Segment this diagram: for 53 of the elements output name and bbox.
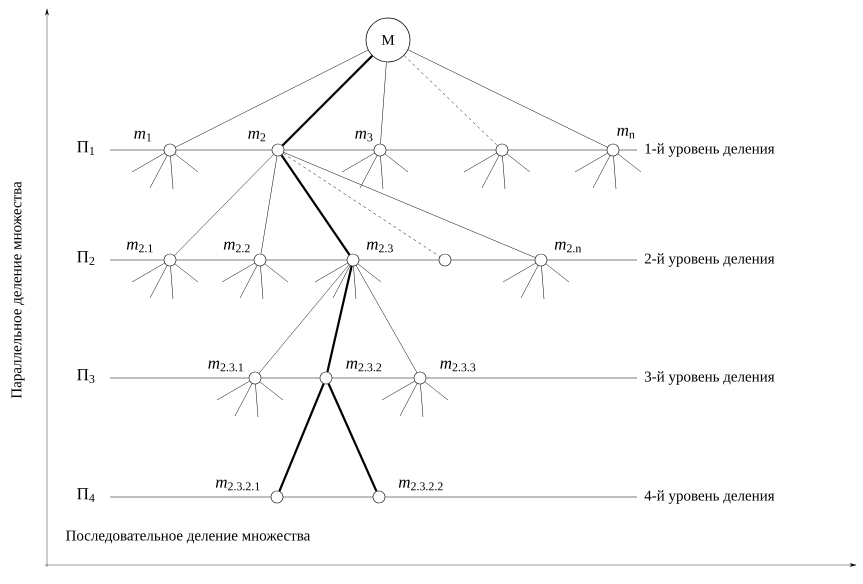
connector-line xyxy=(380,62,387,144)
subset-circle xyxy=(270,490,284,504)
subset-label: m$_{2.3.3}$ xyxy=(440,360,476,372)
subset-circle xyxy=(320,372,332,384)
subset-circle xyxy=(346,254,360,266)
subset-circle xyxy=(272,144,284,156)
subset-label: m$_{2.3.2.1}$ xyxy=(216,480,260,490)
subset-circle xyxy=(372,490,386,504)
level-label: П$_{2}$ xyxy=(77,251,94,265)
subset-circle xyxy=(374,144,386,156)
level-label: П$_{4}$ xyxy=(77,488,95,502)
connector-line xyxy=(260,156,278,254)
connector-line xyxy=(258,264,350,374)
subset-circle xyxy=(248,372,262,384)
connector-line xyxy=(174,154,274,256)
level-caption: 1-й уровень деления xyxy=(646,143,774,157)
subset-label: m$_{1}$ xyxy=(134,130,152,142)
subset-label: m$_{2.n}$ xyxy=(554,242,582,252)
subset-circle xyxy=(606,144,620,156)
subset-label: m$_{3}$ xyxy=(355,130,372,142)
level-caption: 4-й уровень деления xyxy=(644,490,774,504)
subset-label: m$_{n}$ xyxy=(617,128,635,138)
subset-label: m$_{2.3.1}$ xyxy=(208,360,244,372)
subset-label: m$_{2.3}$ xyxy=(366,242,393,252)
axis-label: Последовательное деление множества xyxy=(66,530,310,544)
connector-line xyxy=(328,383,378,492)
level-caption: 3-й уровень деления xyxy=(644,371,774,385)
connector-line xyxy=(356,265,418,373)
subset-circle xyxy=(496,144,508,156)
subset-circle xyxy=(438,254,452,266)
subset-label: m$_{2.3.2.2}$ xyxy=(398,480,443,490)
subset-label: m$_{2}$ xyxy=(248,130,266,142)
connector-line xyxy=(326,266,353,372)
subset-label: m$_{2.1}$ xyxy=(126,242,153,252)
subset-circle xyxy=(414,372,426,384)
connector-line xyxy=(282,55,373,146)
connector-line xyxy=(284,152,536,258)
axis-label: Параллельное деление множества xyxy=(12,182,25,398)
connector-line xyxy=(175,50,368,148)
connector-line xyxy=(283,153,440,257)
connector-line xyxy=(280,154,350,256)
level-label: П$_{1}$ xyxy=(77,141,94,155)
connector-line xyxy=(408,50,608,148)
subset-label: m$_{2.3.2}$ xyxy=(346,360,382,372)
connector-line xyxy=(404,55,498,146)
connector-line xyxy=(278,383,325,492)
subset-label: m$_{2.2}$ xyxy=(224,242,250,252)
subset-circle xyxy=(254,254,266,266)
level-caption: 2-й уровень деления xyxy=(644,253,774,267)
level-label: П$_{3}$ xyxy=(77,369,94,383)
subset-circle xyxy=(164,254,176,266)
subset-circle xyxy=(164,144,176,156)
subset-circle xyxy=(534,254,548,266)
